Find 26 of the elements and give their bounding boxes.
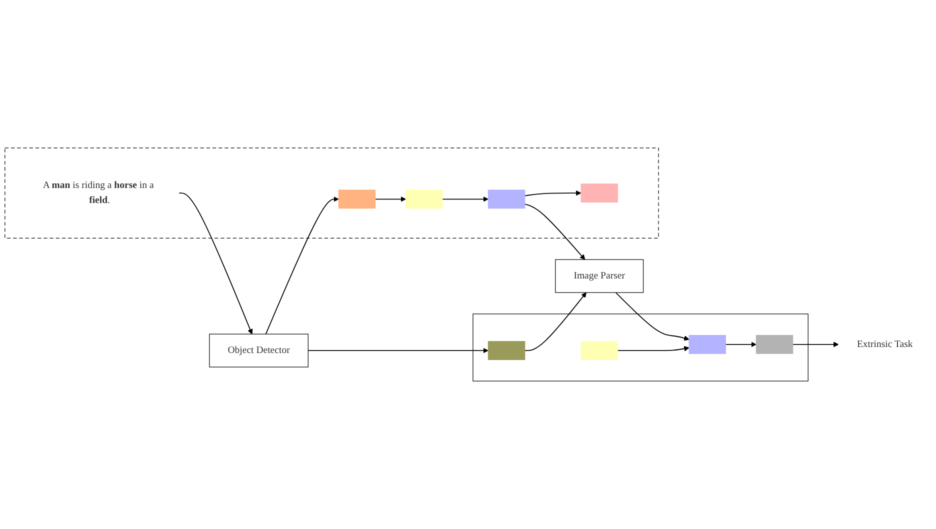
arrow (442, 196, 488, 202)
node-box (488, 190, 526, 209)
arrow (374, 196, 406, 202)
arrow (617, 346, 690, 352)
arrow (524, 292, 586, 352)
node-box (488, 341, 526, 360)
cluster (472, 314, 808, 382)
node-box (580, 184, 618, 203)
arrow (524, 190, 582, 196)
node-box: Object Detector (209, 334, 308, 368)
node-box (756, 335, 794, 354)
arrow (308, 348, 488, 354)
node-box: Image Parser (555, 259, 644, 293)
arrow (265, 196, 339, 335)
node-box (338, 190, 376, 209)
arrow (615, 292, 690, 341)
cluster (4, 148, 659, 239)
arrow (725, 342, 756, 348)
arrow (792, 342, 839, 348)
node-box (580, 341, 618, 360)
node-text: A man is riding a horse in a field. (42, 180, 154, 206)
arrow (524, 204, 586, 260)
node-box (688, 335, 726, 354)
node-box (406, 190, 443, 209)
node-text: Extrinsic Task (856, 338, 913, 350)
arrow (178, 192, 253, 334)
